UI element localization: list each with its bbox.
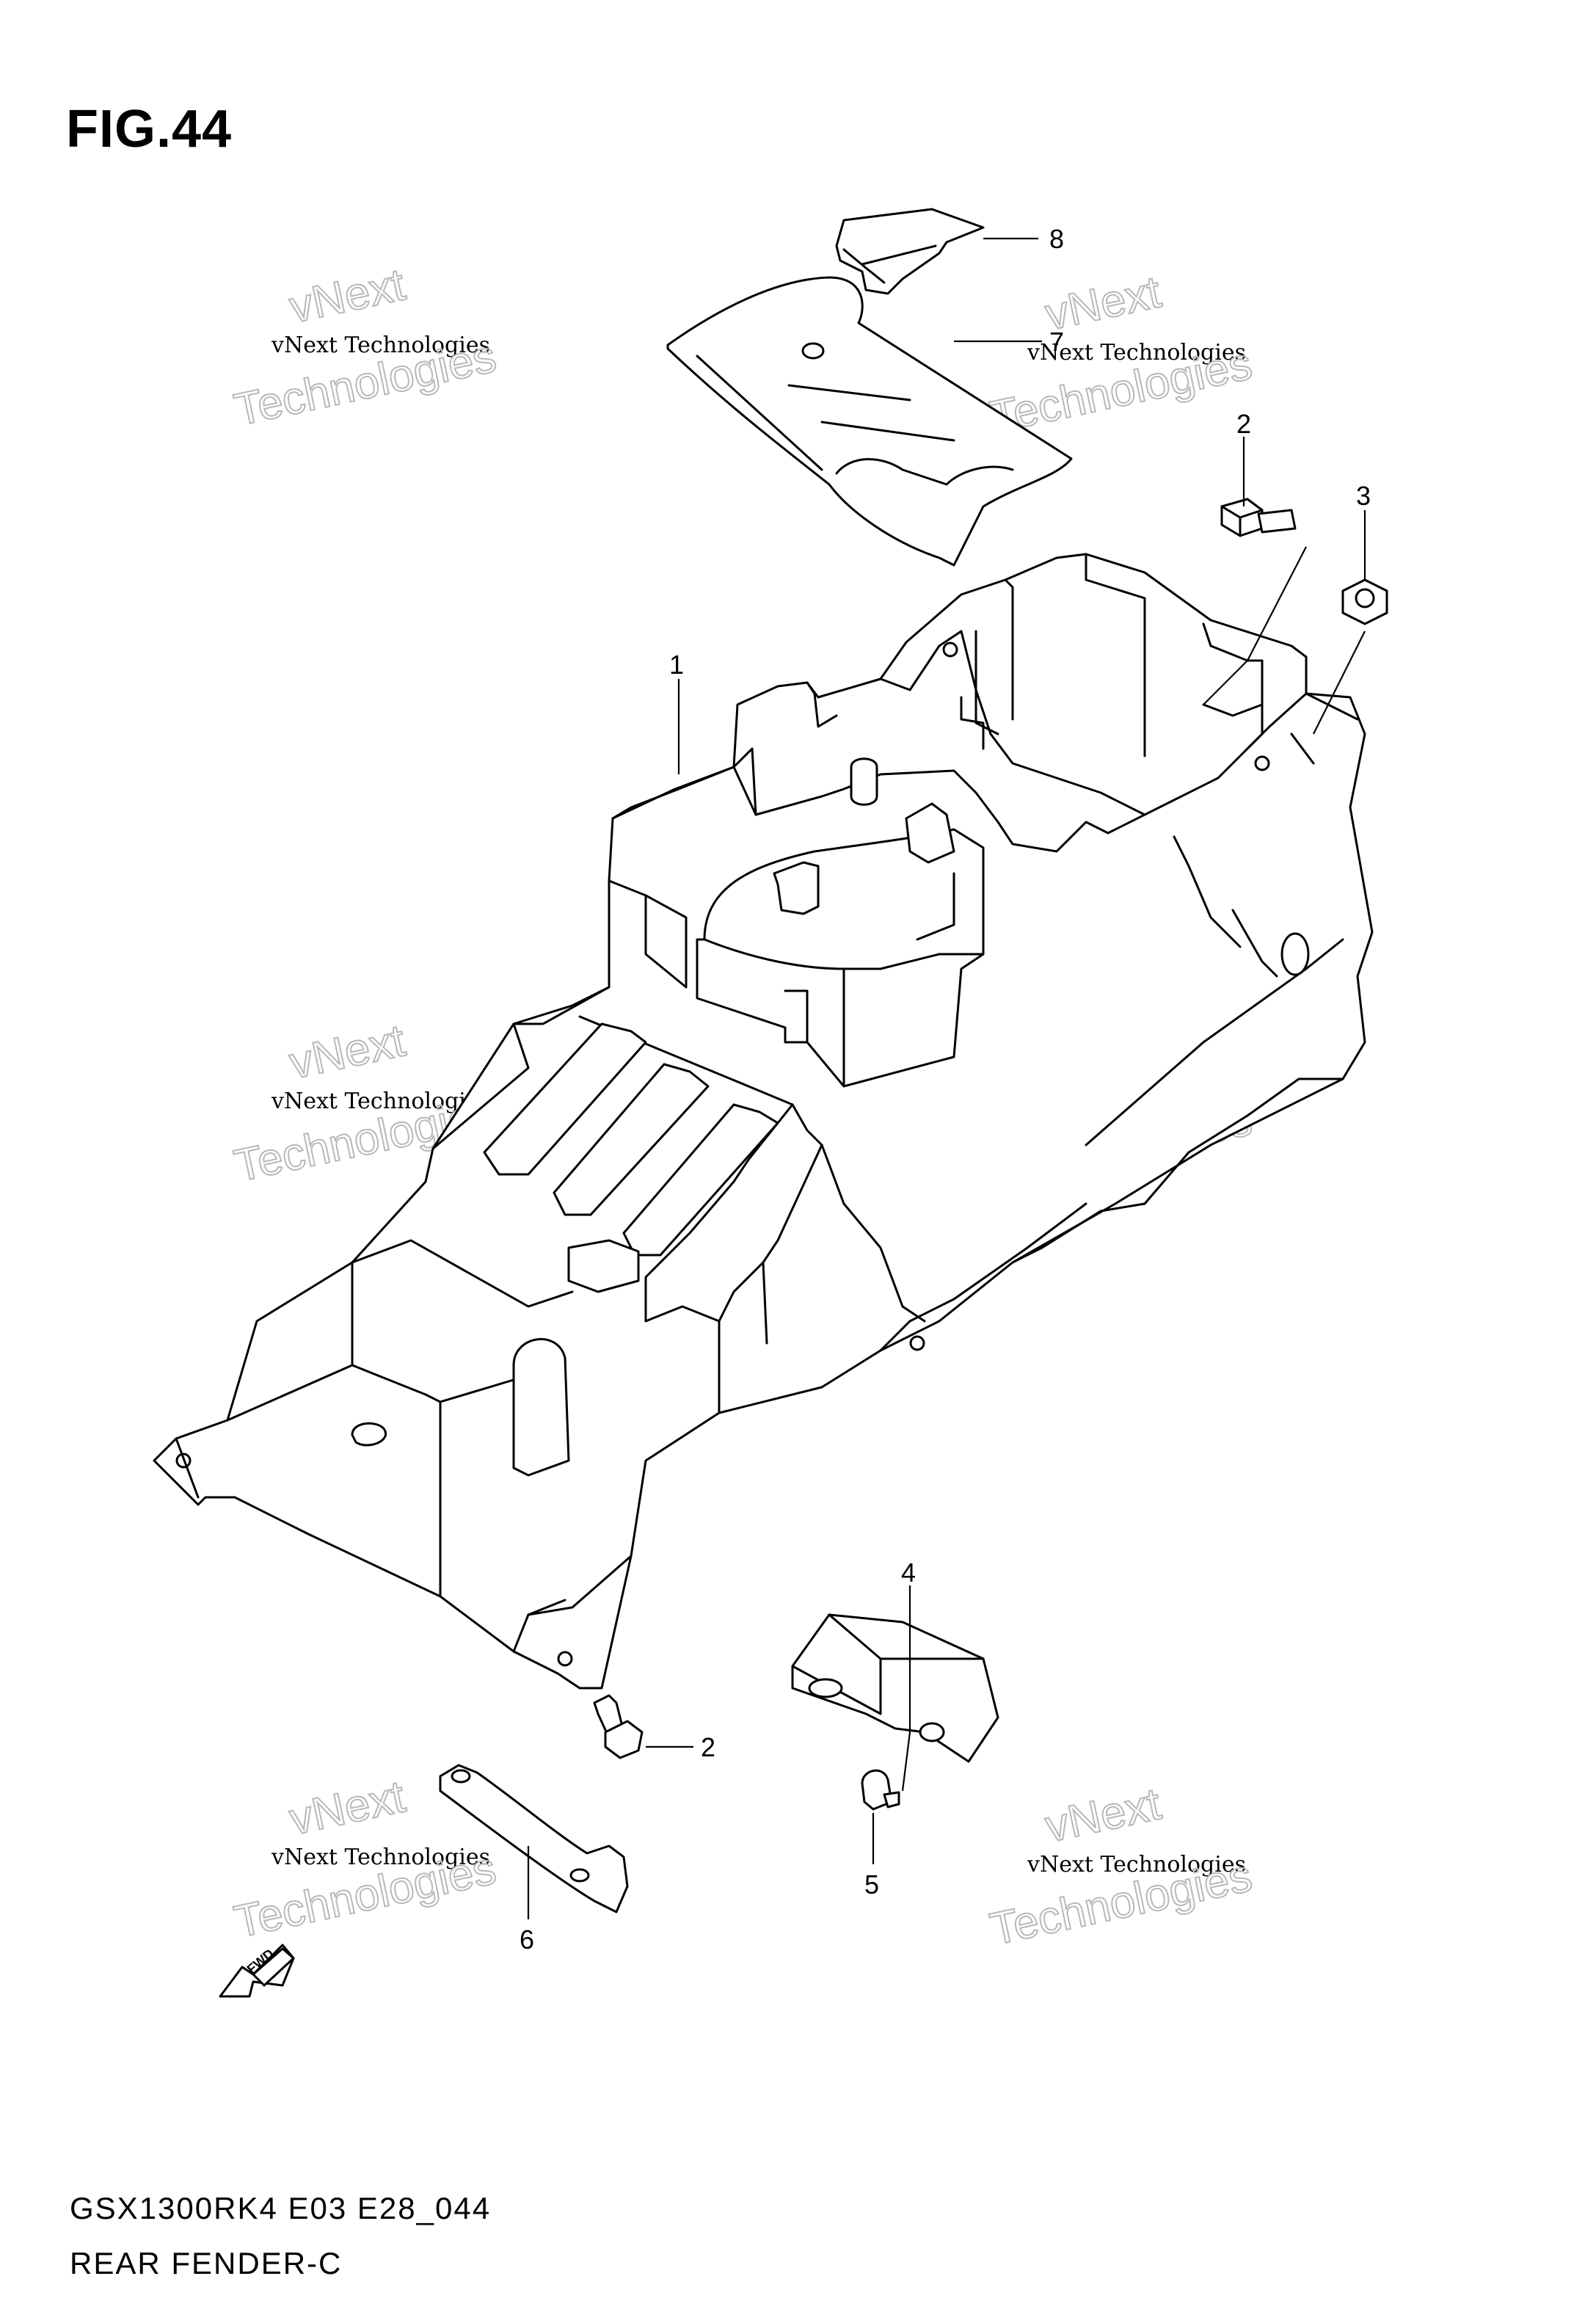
callout-5: 5 [864, 1869, 879, 1900]
leader-lines [527, 237, 1366, 1919]
watermark-top-left: vNext vNext Technologies Technologies [230, 258, 501, 436]
figure-title: FIG.44 [66, 100, 233, 159]
model-code: GSX1300RK4 E03 E28_044 [70, 2191, 492, 2225]
svg-text:vNext Technologies: vNext Technologies [1027, 1852, 1246, 1877]
svg-text:vNext Technologies: vNext Technologies [271, 1844, 490, 1870]
callout-6: 6 [520, 1924, 534, 1955]
watermark-bottom-right: vNext vNext Technologies Technologies [985, 1778, 1257, 1955]
part-6-plate [439, 1764, 629, 1913]
callout-3: 3 [1356, 481, 1371, 511]
watermark-top-right: vNext vNext Technologies Technologies [985, 266, 1257, 443]
part-7-cover [666, 276, 1073, 567]
part-2-bolt-lower [593, 1694, 644, 1759]
callout-7: 7 [1049, 327, 1064, 357]
part-1-rear-fender [153, 553, 1374, 1690]
fwd-arrow-icon: FWD [219, 1944, 295, 1998]
part-3-nut [1341, 578, 1388, 625]
callout-2-lower: 2 [701, 1732, 715, 1762]
svg-text:vNext Technologies: vNext Technologies [271, 332, 490, 358]
callout-8: 8 [1049, 224, 1064, 254]
part-8-strap [835, 208, 985, 295]
svg-text:vNext: vNext [285, 1015, 409, 1088]
figure-name: REAR FENDER-C [70, 2246, 343, 2280]
callout-4: 4 [901, 1557, 916, 1588]
part-2-bolt-upper [1220, 498, 1297, 537]
svg-text:vNext Technologies: vNext Technologies [271, 1088, 490, 1114]
svg-text:vNext: vNext [1041, 1778, 1165, 1852]
svg-text:vNext: vNext [285, 259, 409, 332]
svg-text:vNext Technologies: vNext Technologies [1027, 340, 1246, 366]
callout-2-upper: 2 [1236, 409, 1251, 439]
svg-text:vNext: vNext [285, 1771, 409, 1844]
callout-1: 1 [669, 650, 684, 680]
part-4-bracket [791, 1613, 999, 1763]
part-5-screw [861, 1769, 900, 1811]
